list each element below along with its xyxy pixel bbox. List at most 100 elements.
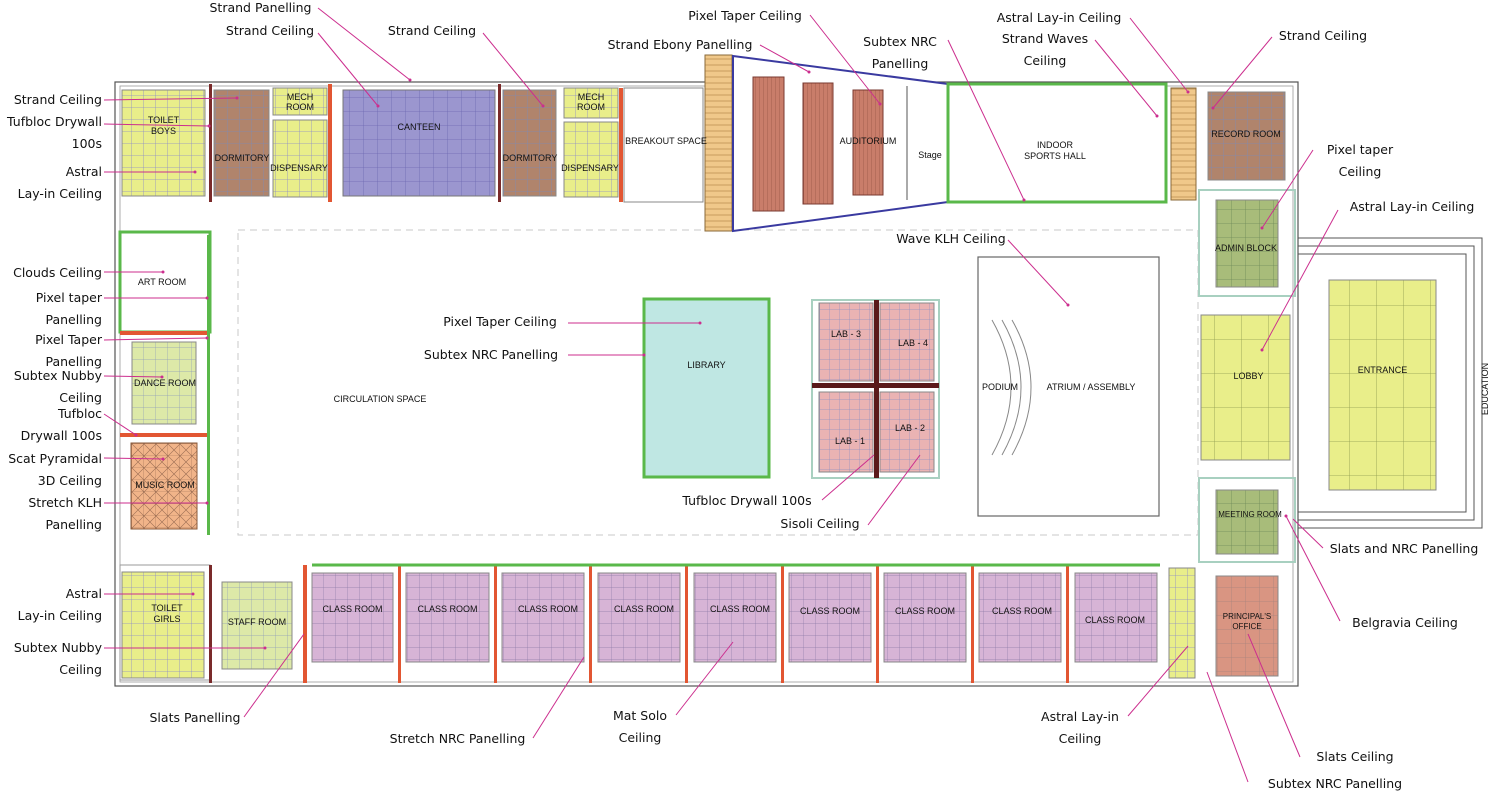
mech-room-2 [563,87,619,119]
callout-strand-waves-ceiling: Strand Waves Ceiling [1001,31,1089,68]
lobby-area [1200,314,1291,461]
lab-3-label: LAB - 3 [830,329,861,339]
breakout-space-room [623,87,704,203]
callout-mat-solo-ceiling: Mat Solo Ceiling [612,708,668,745]
library-room [642,297,771,479]
lab-3-room [818,302,874,382]
callout-subtex-nrc-panelling-top: Subtex NRC Panelling [863,34,937,71]
callout-astral-layin-left-2: Astral Lay-in Ceiling [17,586,102,623]
staff-room-label: STAFF ROOM [227,617,287,627]
library-label: LIBRARY [687,360,726,370]
callout-subtex-nubby-1: Subtex Nubby Ceiling [13,368,102,405]
class-room-2-label: CLASS ROOM [417,604,478,614]
meeting-room [1215,489,1279,555]
mech-room-1-label: MECH ROOM [286,92,314,112]
indoor-sports-hall-room [946,82,1168,204]
stage-label: Stage [918,150,942,160]
callout-slats-panelling: Slats Panelling [149,710,241,725]
class-room-6 [788,572,872,663]
class-room-9 [1074,572,1158,663]
callout-astral-layin-top: Astral Lay-in Ceiling [996,10,1122,25]
toilet-girls-label: TOILET GIRLS [151,603,183,624]
sports-hall-label: INDOOR SPORTS HALL [1024,140,1086,161]
class-room-4-label: CLASS ROOM [613,604,674,614]
principals-office [1215,575,1279,677]
art-room [118,230,212,334]
callout-pixel-taper-panelling-1: Pixel taper Panelling [35,290,102,327]
circulation-label: CIRCULATION SPACE [333,394,427,404]
principals-office-label: PRINCIPAL'S OFFICE [1222,612,1272,631]
callout-stretch-nrc-panelling: Stretch NRC Panelling [389,731,526,746]
lab-4-label: LAB - 4 [897,338,928,348]
callout-strand-ceiling-left: Strand Ceiling [13,92,102,107]
lab-2-label: LAB - 2 [894,423,925,433]
atrium-room [977,256,1160,517]
callout-subtex-nrc-panelling-bottom: Subtex NRC Panelling [1267,776,1403,791]
education-label: EDUCATION [1480,362,1490,416]
lab-2-room [879,391,935,473]
entrance-area [1328,279,1437,491]
callout-astral-layin-right: Astral Lay-in Ceiling [1349,199,1475,214]
dormitory-1-room [213,89,270,197]
class-room-7 [883,572,967,663]
class-room-7-label: CLASS ROOM [894,606,955,616]
podium-label: PODIUM [982,382,1018,392]
callout-strand-ceiling-right: Strand Ceiling [1278,28,1368,43]
class-room-2 [405,572,490,663]
toilet-boys-room [121,89,206,197]
admin-block-label: ADMIN BLOCK [1214,243,1277,253]
lab-4-room [879,302,935,382]
callout-clouds-ceiling: Clouds Ceiling [13,265,102,280]
record-room-label: RECORD ROOM [1211,129,1281,139]
staff-room [221,581,293,670]
callout-scat-pyramidal: Scat Pyramidal 3D Ceiling [8,451,102,488]
entrance-label: ENTRANCE [1357,365,1408,375]
dance-room-label: DANCE ROOM [133,378,196,388]
music-room [130,442,198,530]
toilet-boys-label: TOILET BOYS [147,115,180,136]
dormitory-2-label: DORMITORY [502,153,558,163]
class-room-3 [501,572,585,663]
dispensary-2-room [563,121,619,198]
class-room-9-label: CLASS ROOM [1084,615,1145,625]
dance-room [131,341,197,425]
admin-block-room [1215,199,1279,288]
atrium-label: ATRIUM / ASSEMBLY [1046,382,1136,392]
class-room-8-label: CLASS ROOM [991,606,1052,616]
class-room-8 [978,572,1062,663]
callout-pixel-taper-ceiling-top: Pixel Taper Ceiling [688,8,802,23]
callout-slats-ceiling: Slats Ceiling [1316,749,1394,764]
dispensary-1-room [272,119,328,198]
toilet-girls-room [121,571,205,679]
lobby-label: LOBBY [1233,371,1264,381]
callout-belgravia-ceiling: Belgravia Ceiling [1352,615,1458,630]
record-room [1207,91,1286,181]
dispensary-2-label: DISPENSARY [561,163,619,173]
music-room-label: MUSIC ROOM [135,480,195,490]
class-room-6-label: CLASS ROOM [799,606,860,616]
strand-ebony-wall [704,54,733,232]
callout-strand-ceiling-1: Strand Ceiling [225,23,315,38]
callout-tufbloc-left-2: Tufbloc Drywall 100s [20,406,102,443]
class-room-5-label: CLASS ROOM [709,604,770,614]
callout-subtex-nubby-2: Subtex Nubby Ceiling [13,640,102,677]
auditorium-label: AUDITORIUM [839,136,897,146]
callout-pixel-taper-ceiling-right: Pixel taper Ceiling [1326,142,1394,179]
meeting-room-label: MEETING ROOM [1218,510,1282,519]
class-room-4 [597,572,681,663]
callout-stretch-klh-panelling: Stretch KLH Panelling [28,495,102,532]
breakout-space-label: BREAKOUT SPACE [625,136,707,146]
canteen-room [342,89,496,197]
callout-pixel-taper-panelling-2: Pixel Taper Panelling [35,332,102,369]
callout-tufbloc-left-1: Tufbloc Drywall 100s [7,114,102,151]
callout-wave-klh-ceiling: Wave KLH Ceiling [896,231,1006,246]
callout-strand-ebony-panelling: Strand Ebony Panelling [607,37,753,52]
callout-slats-nrc-panelling: Slats and NRC Panelling [1329,541,1479,556]
callout-astral-layin-left-1: Astral Lay-in Ceiling [17,164,102,201]
callout-sisoli-ceiling: Sisoli Ceiling [780,516,860,531]
lab-1-label: LAB - 1 [834,436,865,446]
dispensary-1-label: DISPENSARY [270,163,328,173]
mech-room-1 [272,87,328,116]
class-room-1 [311,572,394,663]
